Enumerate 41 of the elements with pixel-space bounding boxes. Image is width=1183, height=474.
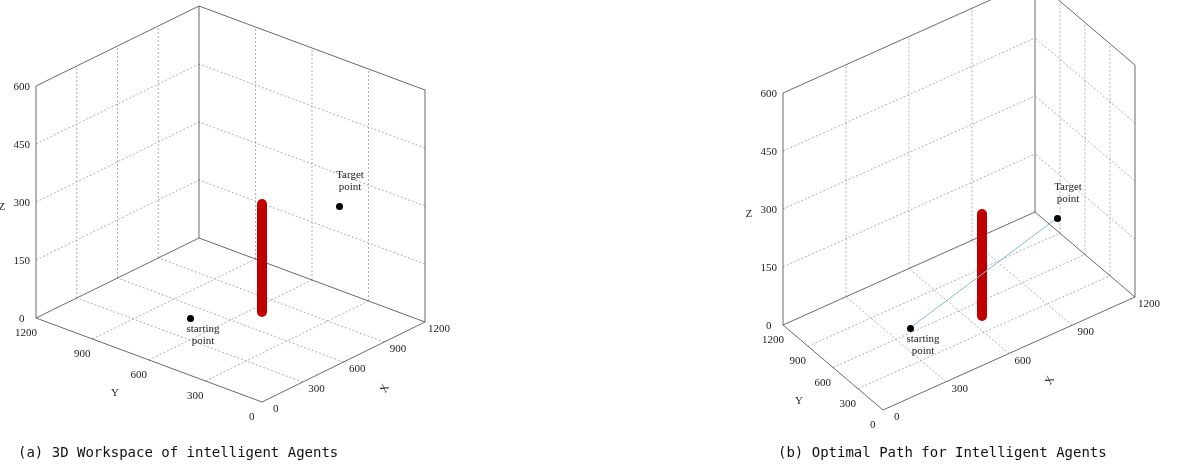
tick-label: 600 <box>130 368 147 380</box>
tick-label: 600 <box>349 362 366 374</box>
caption: (b) Optimal Path for Intelligent Agents <box>778 444 1107 460</box>
tick-label: 0 <box>249 410 255 422</box>
tick-label: 1200 <box>1138 297 1160 309</box>
tick-label: 300 <box>308 382 325 394</box>
tick-label: 0 <box>766 319 772 331</box>
point-label: starting point <box>185 322 221 346</box>
tick-label: 600 <box>13 80 30 92</box>
tick-label: 900 <box>789 354 806 367</box>
tick-label: 600 <box>814 375 831 388</box>
tick-label: 0 <box>273 402 279 414</box>
tick-label: 300 <box>951 381 968 394</box>
axis-label: Y <box>795 393 803 406</box>
tick-label: 0 <box>894 410 900 422</box>
tick-label: 150 <box>13 254 30 266</box>
tick-label: 450 <box>13 138 30 150</box>
axis-label: X <box>1041 373 1057 386</box>
tick-label: 600 <box>1014 353 1031 366</box>
tick-label: 0 <box>19 312 25 324</box>
point-label: Target point <box>1053 180 1083 204</box>
tick-label: 300 <box>839 396 856 409</box>
axis-label: Z <box>745 207 753 219</box>
tick-label: 1200 <box>428 322 450 334</box>
axis-label: Y <box>111 386 119 398</box>
tick-label: 1200 <box>15 326 37 338</box>
point-label: Target point <box>335 168 365 192</box>
tick-label: 1200 <box>762 333 784 345</box>
tick-label: 150 <box>760 261 777 273</box>
tick-label: 450 <box>760 145 777 157</box>
tick-label: 900 <box>389 342 407 354</box>
tick-label: 0 <box>870 418 876 430</box>
tick-label: 300 <box>187 389 204 401</box>
tick-label: 600 <box>760 87 777 99</box>
caption: (a) 3D Workspace of intelligent Agents <box>18 444 339 460</box>
tick-label: 900 <box>1077 325 1094 338</box>
tick-label: 300 <box>760 203 777 215</box>
tick-label: 300 <box>13 196 30 208</box>
point-label: starting point <box>905 332 941 356</box>
axis-label: X <box>376 381 391 395</box>
tick-label: 900 <box>74 347 91 359</box>
